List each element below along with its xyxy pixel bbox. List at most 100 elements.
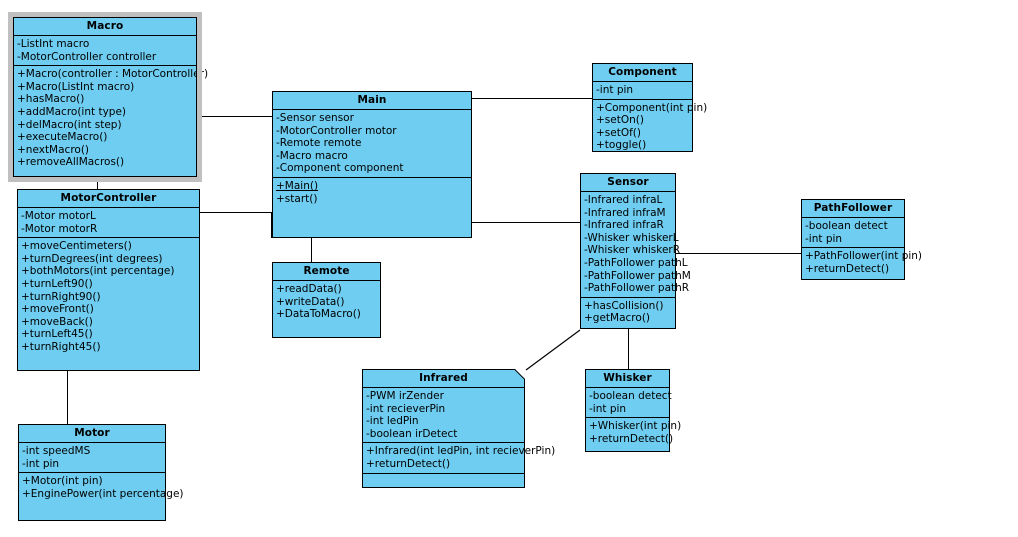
class-title-pathfollower: PathFollower xyxy=(802,200,904,218)
class-operations-component: +Component(int pin) +setOn() +setOf() +t… xyxy=(593,100,708,154)
operation-row: +toggle() xyxy=(596,139,647,152)
attribute-row: -Motor motorL xyxy=(21,210,96,222)
attribute-row: -PathFollower pathM xyxy=(584,269,691,282)
attribute-row: -boolean detect xyxy=(805,220,888,232)
operation-row: +turnRight90() xyxy=(21,290,101,303)
class-attributes-main: -Sensor sensor -MotorController motor -R… xyxy=(273,110,471,178)
connector-macro-motorcontroller[interactable] xyxy=(97,177,98,190)
attribute-row: -boolean detect xyxy=(589,390,672,402)
operation-row: +addMacro(int type) xyxy=(17,105,127,118)
attribute-row: -Whisker whiskerL xyxy=(584,231,679,244)
attribute-row: -Infrared infraM xyxy=(584,206,666,219)
operation-row: +returnDetect() xyxy=(805,262,890,275)
operation-row: +Macro(controller : MotorController) xyxy=(17,68,209,81)
class-attributes-motor: -int speedMS -int pin xyxy=(19,443,165,474)
class-attributes-component: -int pin xyxy=(593,82,692,100)
operation-row: +delMacro(int step) xyxy=(17,118,122,131)
operation-row: +moveCentimeters() xyxy=(21,240,132,253)
class-operations-motor: +Motor(int pin) +EnginePower(int percent… xyxy=(19,473,184,520)
connector-motorcontroller-main[interactable] xyxy=(200,212,272,213)
attribute-row: -PathFollower pathR xyxy=(584,282,690,295)
operation-row: +turnLeft45() xyxy=(21,328,93,341)
connector-main-remote[interactable] xyxy=(311,238,312,262)
connector-motorcontroller-motor[interactable] xyxy=(67,371,68,424)
operation-row: +EnginePower(int percentage) xyxy=(22,487,184,500)
attribute-row: -int pin xyxy=(589,402,627,415)
attribute-row: -boolean irDetect xyxy=(366,427,458,440)
connector-motorcontroller-main-riser[interactable] xyxy=(271,212,272,238)
attribute-row: -PathFollower pathL xyxy=(584,256,688,269)
class-attributes-whisker: -boolean detect -int pin xyxy=(586,388,672,419)
operation-row: +returnDetect() xyxy=(589,432,674,445)
uml-class-component[interactable]: Component -int pin +Component(int pin) +… xyxy=(592,63,708,154)
uml-class-infrared[interactable]: Infrared -PWM irZender -int recieverPin … xyxy=(362,369,556,488)
class-attributes-pathfollower: -boolean detect -int pin xyxy=(802,218,904,249)
class-title-sensor: Sensor xyxy=(581,174,675,192)
uml-class-motorcontroller[interactable]: MotorController -Motor motorL -Motor mot… xyxy=(17,189,200,371)
operation-row-static: +Main() xyxy=(276,179,319,192)
connector-main-sensor[interactable] xyxy=(472,222,580,223)
operation-row: +readData() xyxy=(276,283,342,295)
attribute-row: -Component component xyxy=(276,162,404,175)
class-title-infrared: Infrared xyxy=(363,370,524,388)
attribute-row: -int recieverPin xyxy=(366,402,446,415)
operation-row: +turnRight45() xyxy=(21,340,101,353)
attribute-row: -Infrared infraR xyxy=(584,219,664,232)
attribute-row: -Sensor sensor xyxy=(276,112,354,124)
uml-class-motor[interactable]: Motor -int speedMS -int pin +Motor(int p… xyxy=(18,424,184,521)
attribute-row: -int pin xyxy=(805,232,843,245)
operation-row: +PathFollower(int pin) xyxy=(805,250,923,263)
attribute-row: -int speedMS xyxy=(22,445,91,457)
attribute-row: -Whisker whiskerR xyxy=(584,244,681,257)
operation-row: +hasCollision() xyxy=(584,299,664,312)
connector-macro-main[interactable] xyxy=(197,116,272,117)
class-title-component: Component xyxy=(593,64,692,82)
uml-class-remote[interactable]: Remote +readData() +writeData() +DataToM… xyxy=(272,262,381,338)
attribute-row: -MotorController motor xyxy=(276,124,397,137)
class-attributes-macro: -ListInt macro -MotorController controll… xyxy=(14,36,196,67)
uml-class-macro[interactable]: Macro -ListInt macro -MotorController co… xyxy=(8,12,209,182)
operation-row: +executeMacro() xyxy=(17,131,108,144)
operation-row: +DataToMacro() xyxy=(276,308,361,321)
class-title-motorcontroller: MotorController xyxy=(18,190,199,208)
class-attributes-sensor: -Infrared infraL -Infrared infraM -Infra… xyxy=(581,192,691,298)
class-operations-remote: +readData() +writeData() +DataToMacro() xyxy=(273,281,380,337)
operation-row: +Macro(ListInt macro) xyxy=(17,80,135,93)
class-title-macro: Macro xyxy=(14,18,196,36)
operation-row: +moveBack() xyxy=(21,315,93,328)
class-operations-macro: +Macro(controller : MotorController) +Ma… xyxy=(14,66,209,176)
operation-row: +moveFront() xyxy=(21,303,94,316)
class-operations-motorcontroller: +moveCentimeters() +turnDegrees(int degr… xyxy=(18,238,199,370)
class-operations-pathfollower: +PathFollower(int pin) +returnDetect() xyxy=(802,248,923,279)
class-title-whisker: Whisker xyxy=(586,370,669,388)
attribute-row: -Macro macro xyxy=(276,149,348,162)
uml-class-pathfollower[interactable]: PathFollower -boolean detect -int pin +P… xyxy=(801,199,923,280)
class-operations-main: +Main() +start() xyxy=(273,178,471,237)
operation-row: +start() xyxy=(276,192,318,205)
attribute-row: -MotorController controller xyxy=(17,50,157,63)
connector-sensor-pathfollower[interactable] xyxy=(676,253,801,254)
operation-row: +removeAllMacros() xyxy=(17,156,125,169)
class-attributes-motorcontroller: -Motor motorL -Motor motorR xyxy=(18,208,199,239)
attribute-row: -Motor motorR xyxy=(21,222,98,235)
operation-row: +writeData() xyxy=(276,295,345,308)
attribute-row: -Infrared infraL xyxy=(584,194,663,206)
connector-sensor-whisker[interactable] xyxy=(628,329,629,369)
operation-row: +Infrared(int ledPin, int recieverPin) xyxy=(366,445,556,458)
operation-row: +nextMacro() xyxy=(17,143,90,156)
connector-main-component[interactable] xyxy=(472,98,592,99)
class-title-remote: Remote xyxy=(273,263,380,281)
class-title-main: Main xyxy=(273,92,471,110)
uml-class-whisker[interactable]: Whisker -boolean detect -int pin +Whiske… xyxy=(585,369,681,452)
operation-row: +setOn() xyxy=(596,114,644,127)
corner-notch-icon xyxy=(515,369,525,379)
operation-row: +returnDetect() xyxy=(366,457,451,470)
operation-row: +Component(int pin) xyxy=(596,101,708,114)
uml-class-main[interactable]: Main -Sensor sensor -MotorController mot… xyxy=(272,91,472,238)
attribute-row: -int pin xyxy=(596,84,634,96)
operation-row: +turnDegrees(int degrees) xyxy=(21,252,163,265)
class-operations-sensor: +hasCollision() +getMacro() xyxy=(581,298,675,328)
uml-class-sensor[interactable]: Sensor -Infrared infraL -Infrared infraM… xyxy=(580,173,691,329)
operation-row: +setOf() xyxy=(596,126,641,139)
